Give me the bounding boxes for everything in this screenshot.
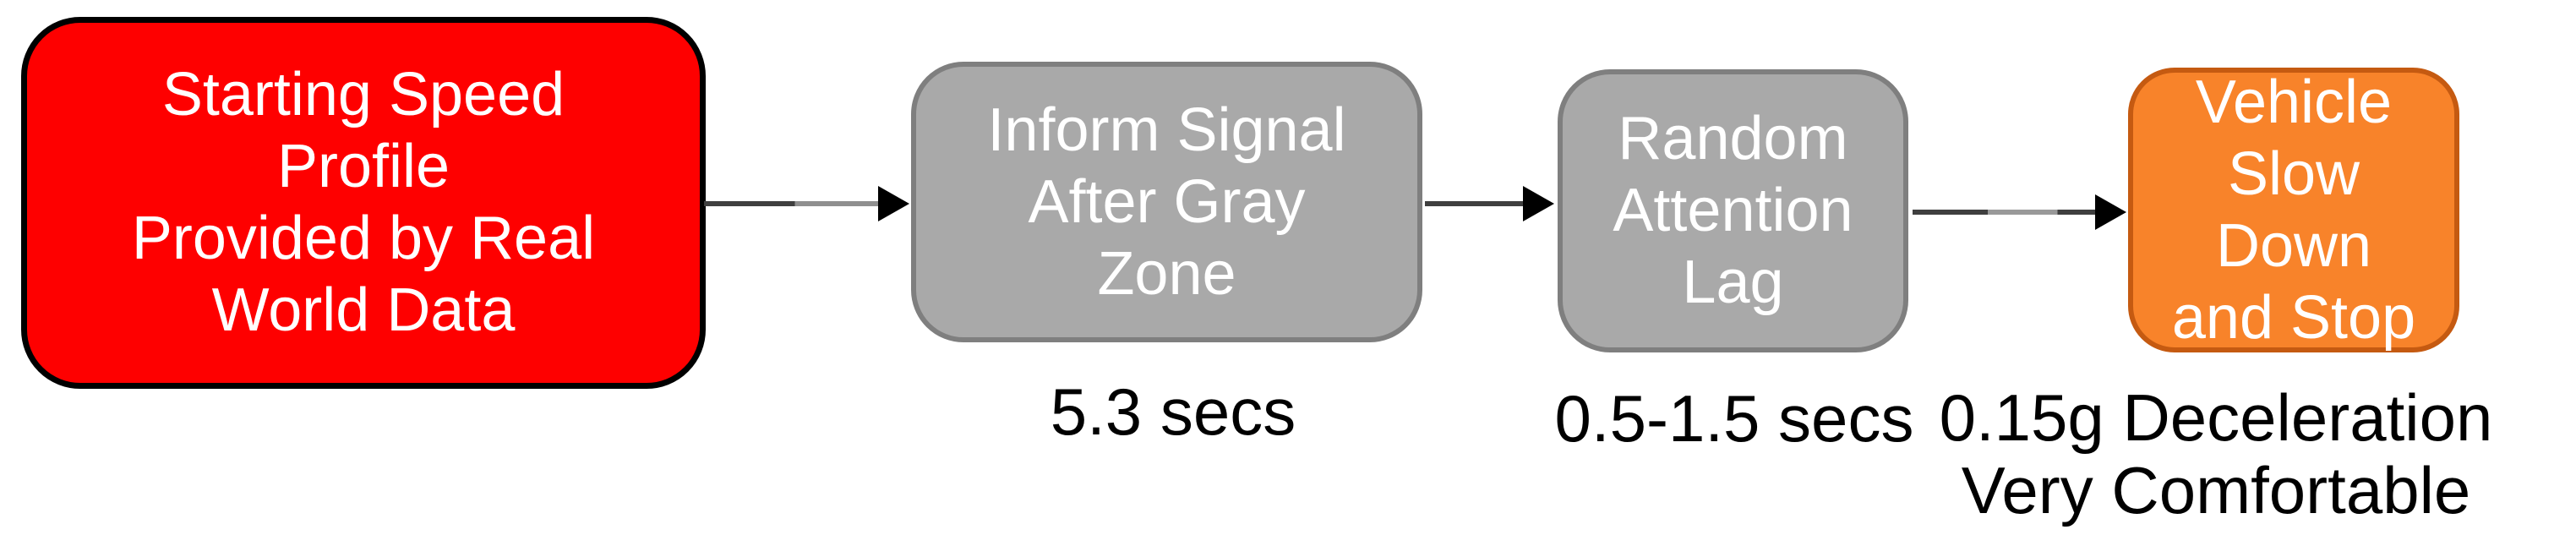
flow-arrow-1 (704, 186, 909, 221)
node-text-line: After Gray (1028, 167, 1306, 236)
node-text-line: Starting Speed (161, 61, 565, 128)
annotation-attention-lag-duration: 0.5-1.5 secs (1555, 382, 1914, 455)
annotation-line: 0.5-1.5 secs (1554, 381, 1914, 456)
node-text-line: Zone (1097, 239, 1236, 308)
arrowhead-icon (878, 186, 909, 221)
arrowhead-icon (2095, 194, 2126, 230)
annotation-deceleration-comfort: 0.15g Deceleration Very Comfortable (1940, 381, 2493, 527)
arrow-shaft (1913, 210, 2096, 215)
annotation-inform-signal-duration: 5.3 secs (1051, 375, 1296, 448)
annotation-line: 0.15g Deceleration (1939, 380, 2493, 455)
node-text-line: Slow (2227, 139, 2360, 208)
node-text-line: and Stop (2171, 283, 2416, 352)
node-text-line: Down (2215, 211, 2372, 280)
arrow-shaft (1425, 201, 1524, 206)
flow-arrow-3 (1913, 194, 2126, 230)
node-text-line: Profile (276, 133, 450, 200)
node-starting-speed-profile: Starting Speed Profile Provided by Real … (21, 17, 706, 389)
node-text-line: Provided by Real (131, 205, 596, 272)
node-text-line: World Data (211, 276, 516, 344)
node-inform-signal: Inform Signal After Gray Zone (911, 62, 1422, 342)
node-vehicle-slow-down-and-stop: Vehicle Slow Down and Stop (2128, 68, 2459, 352)
arrowhead-icon (1523, 186, 1554, 221)
node-text-line: Attention (1613, 177, 1853, 244)
annotation-line: Very Comfortable (1961, 453, 2471, 527)
node-random-attention-lag: Random Attention Lag (1558, 69, 1908, 352)
node-text-line: Lag (1682, 248, 1784, 316)
node-text-line: Random (1618, 105, 1848, 172)
node-text-line: Vehicle (2195, 68, 2393, 136)
node-text-line: Inform Signal (987, 96, 1346, 164)
arrow-shaft (704, 201, 879, 206)
flow-arrow-2 (1425, 186, 1554, 221)
annotation-line: 5.3 secs (1050, 374, 1296, 449)
